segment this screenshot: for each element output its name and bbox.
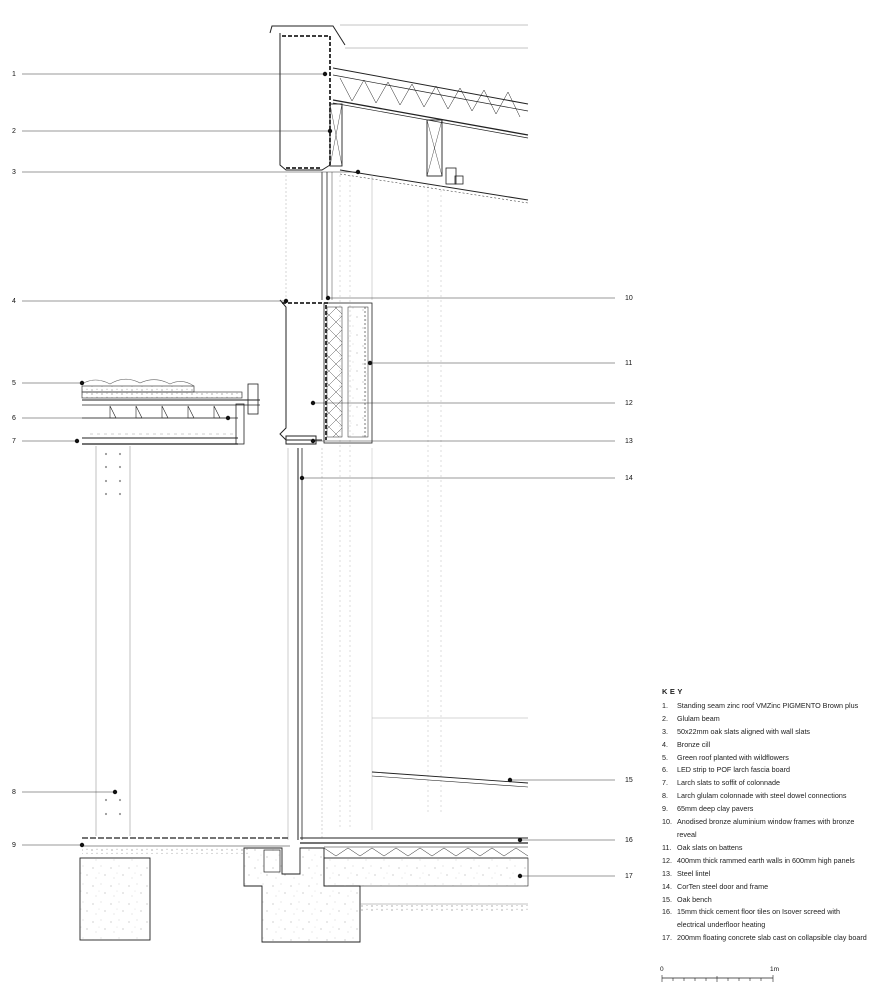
key-item-text: Oak bench: [677, 894, 712, 904]
middle-wall: [279, 299, 373, 445]
colonnade: [81, 378, 260, 836]
key-item: 5. Green roof planted with wildflowers: [662, 752, 867, 765]
key-item-number: 9.: [662, 804, 668, 814]
callout-11: 11: [625, 360, 632, 367]
key-item: 13. Steel lintel: [662, 868, 867, 881]
key-item: 14. CorTen steel door and frame: [662, 881, 867, 894]
callout-16: 16: [625, 837, 633, 844]
callout-12: 12: [625, 400, 633, 407]
key-item-text: Bronze cill: [677, 739, 711, 749]
scale-bar: 0 1m: [660, 966, 780, 988]
callout-1: 1: [12, 71, 16, 78]
key-item-number: 2.: [662, 713, 668, 723]
callout-8: 8: [12, 789, 16, 796]
key-item-number: 12.: [662, 855, 672, 865]
key-legend: KEY 1. Standing seam zinc roof VMZinc PIG…: [662, 686, 867, 945]
key-item-number: 14.: [662, 881, 672, 891]
key-item-text: Steel lintel: [677, 868, 711, 878]
key-item: 17. 200mm floating concrete slab cast on …: [662, 932, 867, 945]
key-item: 1. Standing seam zinc roof VMZinc PIGMENT…: [662, 700, 867, 713]
key-item: 9. 65mm deep clay pavers: [662, 803, 867, 816]
callout-17: 17: [625, 873, 633, 880]
callout-10: 10: [625, 295, 633, 302]
key-title: KEY: [662, 687, 685, 696]
key-item-text: 50x22mm oak slats aligned with wall slat…: [677, 726, 811, 736]
callout-15: 15: [625, 777, 633, 784]
key-item-number: 17.: [662, 933, 672, 943]
key-item: 8. Larch glulam colonnade with steel dowe…: [662, 790, 867, 803]
key-item-text: CorTen steel door and frame: [677, 881, 769, 891]
callout-7: 7: [12, 438, 16, 445]
key-item-text: Anodised bronze aluminium window frames …: [677, 817, 855, 839]
callout-13: 13: [625, 438, 633, 445]
key-item-text: 200mm floating concrete slab cast on col…: [677, 933, 867, 943]
door-zone: [287, 448, 529, 840]
key-item-number: 13.: [662, 868, 672, 878]
key-item-text: 15mm thick cement floor tiles on Isover …: [677, 907, 840, 930]
key-item-number: 6.: [662, 765, 668, 775]
key-item-number: 4.: [662, 739, 668, 749]
key-item-text: Oak slats on battens: [677, 842, 743, 852]
key-item: 7. Larch slats to soffit of colonnade: [662, 777, 867, 790]
key-item-text: Larch slats to soffit of colonnade: [677, 778, 780, 788]
key-item-number: 15.: [662, 894, 672, 904]
key-item-number: 11.: [662, 842, 672, 852]
scale-ruler: [661, 975, 774, 982]
key-item: 10. Anodised bronze aluminium window fram…: [662, 816, 867, 842]
window-zone: [285, 172, 442, 830]
key-item-text: 400mm thick rammed earth walls in 600mm …: [677, 855, 855, 865]
scale-start-label: 0: [660, 966, 664, 973]
key-item: 15. Oak bench: [662, 894, 867, 907]
key-item-text: LED strip to POF larch fascia board: [677, 765, 791, 775]
callout-leaders-right: [299, 295, 615, 879]
key-item: 11. Oak slats on battens: [662, 842, 867, 855]
callout-9: 9: [12, 842, 16, 849]
key-item-number: 1.: [662, 700, 668, 710]
upper-wall: [279, 33, 331, 171]
key-item-number: 3.: [662, 726, 668, 736]
callout-6: 6: [12, 415, 16, 422]
key-item-number: 16.: [662, 907, 672, 917]
key-item-number: 7.: [662, 778, 668, 788]
key-item: 2. Glulam beam: [662, 713, 867, 726]
key-item-text: Green roof planted with wildflowers: [677, 752, 789, 762]
roof-assembly: [269, 24, 529, 204]
key-list: 1. Standing seam zinc roof VMZinc PIGMENT…: [662, 700, 867, 945]
key-item-text: Larch glulam colonnade with steel dowel …: [677, 791, 847, 801]
key-item-number: 10.: [662, 817, 672, 827]
callout-5: 5: [12, 380, 16, 387]
ground-foundations: [79, 837, 529, 943]
key-item-text: 65mm deep clay pavers: [677, 804, 754, 814]
callout-2: 2: [12, 128, 16, 135]
key-item: 6. LED strip to POF larch fascia board: [662, 764, 867, 777]
key-item-number: 5.: [662, 752, 668, 762]
key-item-text: Glulam beam: [677, 713, 720, 723]
key-item-number: 8.: [662, 791, 668, 801]
callout-leaders-left: [22, 71, 361, 848]
callout-numbers: 1 2 3 4 5 6 7 8 9 10 11 12 13 14 15 16 1…: [12, 71, 633, 880]
key-item-text: Standing seam zinc roof VMZinc PIGMENTO …: [677, 700, 859, 710]
key-item: 4. Bronze cill: [662, 739, 867, 752]
callout-14: 14: [625, 475, 633, 482]
scale-end-label: 1m: [770, 966, 780, 973]
callout-3: 3: [12, 169, 16, 176]
key-item: 12. 400mm thick rammed earth walls in 600…: [662, 855, 867, 868]
key-item: 3. 50x22mm oak slats aligned with wall sl…: [662, 726, 867, 739]
callout-4: 4: [12, 298, 16, 305]
key-item: 16. 15mm thick cement floor tiles on Isov…: [662, 906, 867, 932]
